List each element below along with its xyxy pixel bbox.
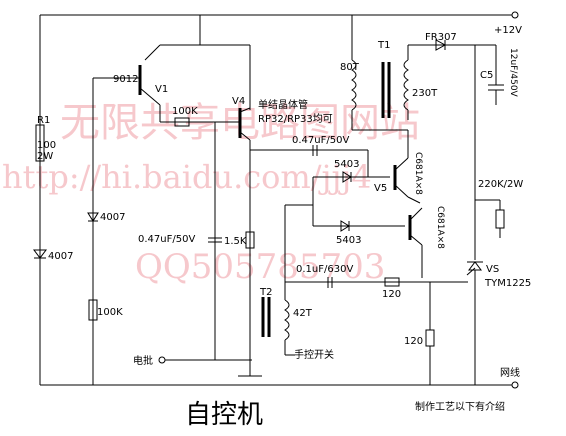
watermark-qq: QQ505785703 <box>135 247 385 287</box>
t2-ref: T2 <box>259 287 272 298</box>
watermark-url: http://hi.baidu.com/jjj4 <box>2 158 372 196</box>
r1-val1: 100 <box>37 140 56 151</box>
v1-transistor <box>92 15 230 385</box>
v5-part: C681A×8 <box>413 152 423 195</box>
v5-ref: V5 <box>374 183 387 194</box>
t1-ref: T1 <box>377 40 390 51</box>
grid-label: 网线 <box>500 366 520 379</box>
r-100k-b <box>88 299 98 321</box>
t1-secondary: 230T <box>412 88 438 99</box>
diode-left <box>33 249 47 259</box>
footer-note: 制作工艺以下有介绍 <box>415 400 505 413</box>
v4-ref: V4 <box>232 96 245 107</box>
fr307-label: FR307 <box>425 32 457 43</box>
bottom-rail <box>40 381 519 389</box>
r-100k-a-label: 100K <box>172 106 198 117</box>
t2-turns: 42T <box>293 308 313 319</box>
r-120a-label: 120 <box>382 289 401 300</box>
v4-desc2: RP32/RP33均可 <box>258 113 333 125</box>
r-120b-label: 120 <box>404 336 423 347</box>
v1-part: 9012 <box>113 74 138 85</box>
diode-5403a-label: 5403 <box>334 159 359 170</box>
c5-val: 12uF/450V <box>508 48 518 98</box>
r1-resistor <box>35 124 45 162</box>
diode-top <box>87 212 99 222</box>
t1-transformer <box>351 15 409 131</box>
vs-label: VS <box>486 264 499 275</box>
r-100k-b-label: 100K <box>97 307 123 318</box>
v6-transistor <box>408 207 423 278</box>
battery-label: 电批 <box>133 354 153 367</box>
diode-5403b-label: 5403 <box>336 235 361 246</box>
r-220k <box>495 209 505 229</box>
tym-label: TYM1225 <box>484 278 531 289</box>
c-01-label: 0.1uF/630V <box>296 264 353 275</box>
v4-ujt <box>230 44 251 360</box>
r-120a <box>384 277 400 287</box>
diode-5403b <box>340 220 350 232</box>
r-120b <box>425 329 435 347</box>
t1-primary: 80T <box>340 62 360 73</box>
r1-ref: R1 <box>37 115 50 126</box>
vcc-label: +12V <box>494 25 522 36</box>
v4-desc1: 单结晶体管 <box>258 98 308 111</box>
r-15k <box>245 231 255 249</box>
diode-fr307 <box>435 39 447 51</box>
t2-coil <box>284 299 290 341</box>
v5-transistor <box>393 130 421 204</box>
r1-val2: 2W <box>37 151 53 162</box>
top-rail <box>39 11 519 385</box>
tym1225-thyristor <box>466 261 483 385</box>
footer-title: 自控机 <box>185 400 263 430</box>
diode-left-label: 4007 <box>48 251 73 262</box>
v6-part: C681A×8 <box>435 206 445 249</box>
r-100k-a <box>174 117 190 127</box>
r-220k-label: 220K/2W <box>478 179 523 190</box>
r-15k-label: 1.5K <box>224 236 247 247</box>
c-047b-label: 0.47uF/50V <box>292 135 349 146</box>
v1-ref: V1 <box>155 84 168 95</box>
diode-5403a <box>342 171 352 183</box>
c-047-label: 0.47uF/50V <box>138 234 195 245</box>
c5-ref: C5 <box>480 70 493 81</box>
diode-top-label: 4007 <box>100 212 125 223</box>
manual-switch-label: 手控开关 <box>294 348 334 361</box>
